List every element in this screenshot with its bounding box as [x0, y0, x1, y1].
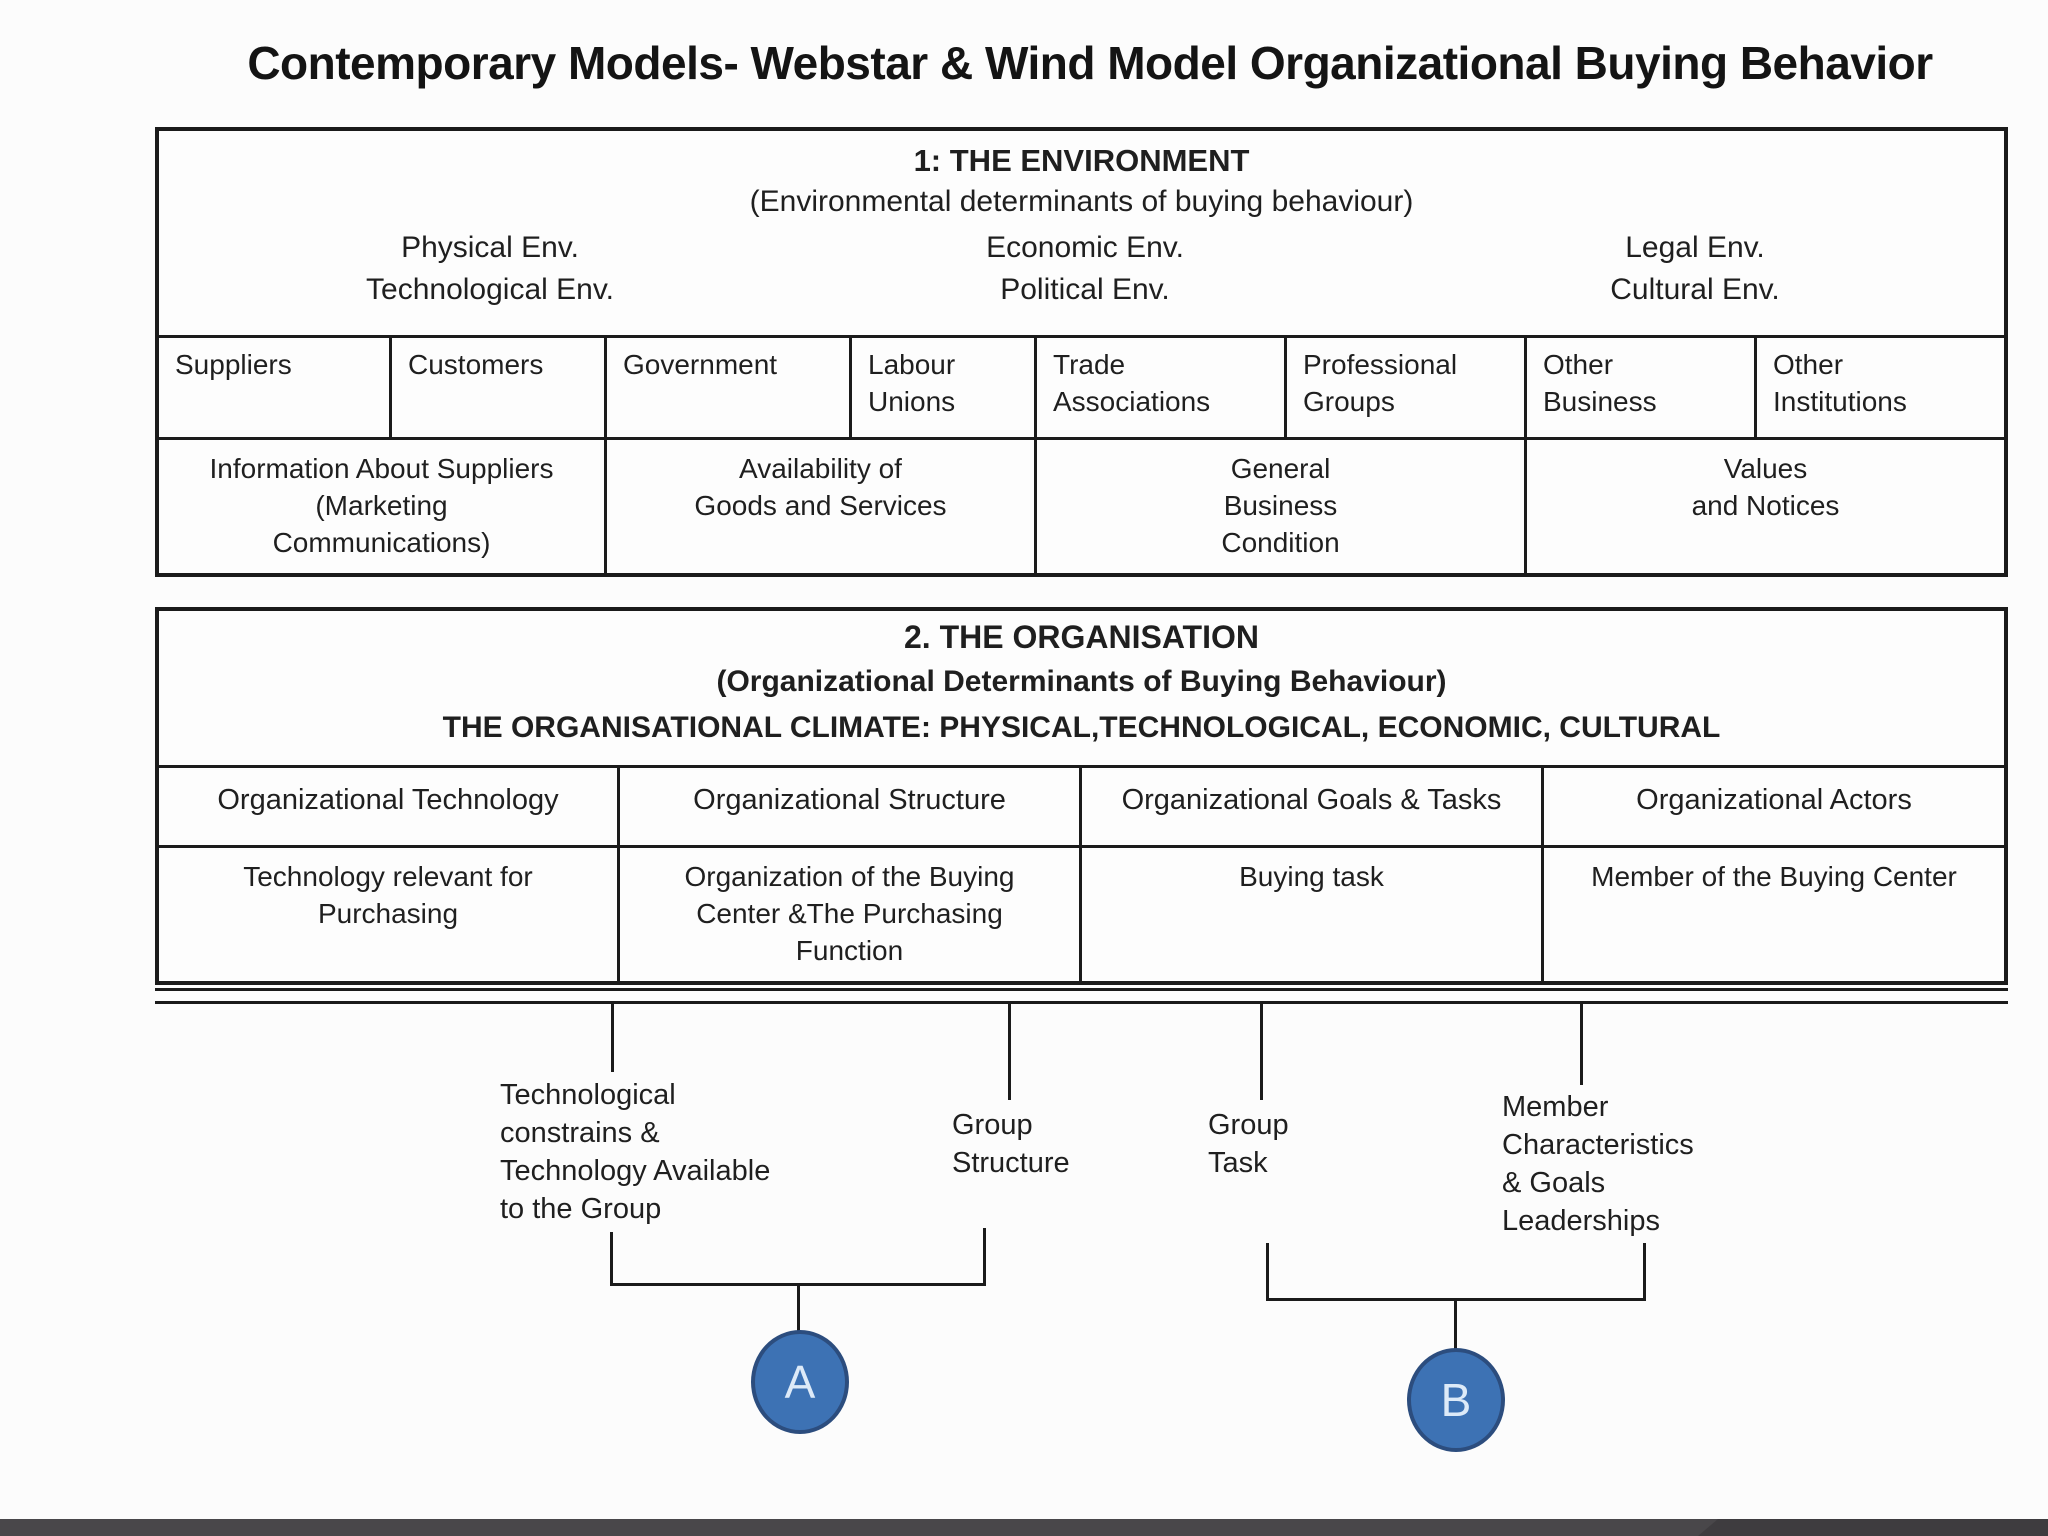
connector-line	[1008, 1004, 1011, 1100]
org-column-cell-actors: Organizational Actors	[1541, 768, 2004, 848]
node-a-label: A	[784, 1356, 816, 1408]
connector-line	[1260, 1004, 1263, 1100]
page-title: Contemporary Models- Webstar & Wind Mode…	[247, 37, 1933, 89]
org-column-cell-goals-tasks: Organizational Goals & Tasks	[1079, 768, 1541, 848]
env-actor-cell-professional-groups: Professional Groups	[1284, 338, 1524, 440]
annotation-member-characteristics: Member Characteristics & Goals Leadershi…	[1502, 1091, 1694, 1237]
env-flow-cell-information-about-suppliers: Information About Suppliers (Marketing C…	[209, 453, 554, 558]
connector-line	[1580, 1004, 1583, 1085]
env-flow-cell-general-business-condition: General Business Condition	[1034, 440, 1524, 576]
env-actor-cell-labour-unions: Labour Unions	[849, 338, 1034, 440]
annotation-group-task: Group Task	[1208, 1109, 1289, 1179]
env-flow-cell-values-and-notices: Values and Notices	[1524, 440, 2004, 576]
org-column-cell-technology: Organizational Technology	[217, 784, 559, 816]
bracket-line	[610, 1232, 613, 1286]
node-b-circle: B	[1407, 1348, 1505, 1452]
taskbar	[0, 1519, 2048, 1536]
organisation-subheading: (Organizational Determinants of Buying B…	[716, 665, 1447, 698]
org-details-row: Technology relevant for Purchasing Organ…	[159, 845, 2004, 984]
bracket-line	[983, 1228, 986, 1286]
org-detail-cell-member-buying-center: Member of the Buying Center	[1541, 848, 2004, 984]
env-flow-row: Information About Suppliers (Marketing C…	[159, 437, 2004, 576]
env-actor-cell-trade-associations: Trade Associations	[1034, 338, 1284, 440]
environment-box: 1: THE ENVIRONMENT (Environmental determ…	[155, 127, 2008, 577]
bracket-line	[797, 1286, 800, 1334]
organisation-box: 2. THE ORGANISATION (Organizational Dete…	[155, 607, 2008, 985]
environment-subheading: (Environmental determinants of buying be…	[749, 185, 1414, 218]
environment-heading: 1: THE ENVIRONMENT	[913, 143, 1250, 178]
env-flow-cell-availability-goods-services: Availability of Goods and Services	[604, 440, 1034, 576]
base-bar	[155, 988, 2008, 1004]
connector-line	[611, 1004, 614, 1072]
bracket-line	[1266, 1298, 1646, 1301]
env-actor-cell-other-business: Other Business	[1524, 338, 1754, 440]
organisation-heading: 2. THE ORGANISATION	[904, 619, 1259, 655]
org-column-cell-structure: Organizational Structure	[617, 768, 1079, 848]
env-type-physical-technological: Physical Env. Technological Env.	[366, 231, 614, 306]
env-actor-cell-government: Government	[604, 338, 849, 440]
taskbar-dark-segment	[1698, 1519, 2048, 1536]
env-type-economic-political: Economic Env. Political Env.	[986, 231, 1184, 306]
bracket-line	[1454, 1301, 1457, 1352]
env-actor-cell-suppliers: Suppliers	[175, 349, 292, 380]
org-detail-cell-buying-task: Buying task	[1079, 848, 1541, 984]
org-columns-row: Organizational Technology Organizational…	[159, 765, 2004, 848]
node-a-circle: A	[751, 1330, 849, 1434]
env-actor-cell-other-institutions: Other Institutions	[1754, 338, 2004, 440]
bracket-line	[610, 1283, 986, 1286]
org-detail-cell-technology-purchasing: Technology relevant for Purchasing	[243, 861, 533, 929]
org-detail-cell-buying-center: Organization of the Buying Center &The P…	[617, 848, 1079, 984]
bracket-line	[1266, 1243, 1269, 1301]
annotation-technological-constraints: Technological constrains & Technology Av…	[500, 1079, 771, 1225]
organisation-climate-line: THE ORGANISATIONAL CLIMATE: PHYSICAL,TEC…	[442, 711, 1721, 744]
env-type-legal-cultural: Legal Env. Cultural Env.	[1610, 231, 1780, 306]
env-actor-cell-customers: Customers	[389, 338, 604, 440]
node-b-label: B	[1440, 1374, 1472, 1426]
env-actor-row: Suppliers Customers Government Labour Un…	[159, 335, 2004, 440]
bracket-line	[1643, 1243, 1646, 1301]
annotation-group-structure: Group Structure	[952, 1109, 1070, 1179]
